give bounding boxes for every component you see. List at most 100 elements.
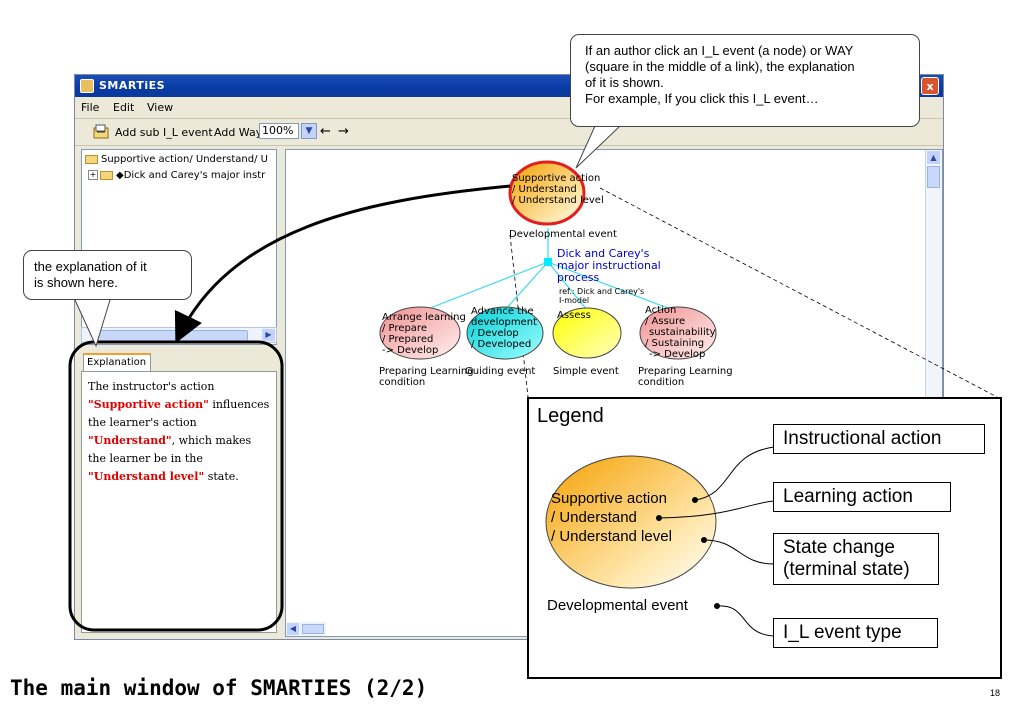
- explanation-panel: The instructor's action "Supportive acti…: [81, 371, 277, 633]
- legend-instructional-action-box: Instructional action: [773, 424, 985, 454]
- add-sub-event-button[interactable]: Add sub I_L event: [115, 126, 213, 139]
- explanation-text: influences: [208, 398, 270, 411]
- add-sub-event-icon[interactable]: [93, 123, 109, 139]
- legend-state-line: (terminal state): [783, 559, 910, 580]
- way-reference-line: I-model: [559, 296, 590, 305]
- callout-line: the explanation of it: [34, 259, 147, 274]
- node-text: Action: [645, 305, 677, 316]
- tree-root-item[interactable]: Supportive action/ Understand/ U: [85, 154, 268, 165]
- node-text: / Assure: [645, 316, 686, 327]
- explanation-line: The instructor's action: [88, 380, 215, 393]
- node-arrange-type: Preparing Learning condition: [379, 366, 474, 388]
- state-label: / Understand level: [512, 195, 604, 206]
- legend-state-line: State change: [783, 537, 895, 558]
- callout-line: (square in the middle of a link), the ex…: [585, 59, 855, 74]
- page-number: 18: [990, 688, 1001, 698]
- chevron-down-icon[interactable]: ▼: [301, 123, 317, 139]
- node-text: -> Develop: [382, 345, 439, 356]
- node-arrange-label: Arrange learning / Prepare / Prepared ->…: [382, 312, 466, 356]
- way-label-line: major instructional: [557, 259, 661, 272]
- legend-diagram: [545, 446, 775, 637]
- callout-instruction: If an author click an I_L event (a node)…: [570, 34, 920, 127]
- add-way-button[interactable]: Add Way: [214, 126, 263, 139]
- scroll-right-icon[interactable]: ▶: [262, 329, 275, 341]
- explanation-highlight: [68, 340, 284, 632]
- explanation-line: the learner's action: [88, 416, 197, 429]
- explanation-text: state.: [204, 470, 239, 483]
- explanation-line: the learner be in the: [88, 452, 203, 465]
- toolbar: Add sub I_L event Add Way 100% ▼ ← →: [75, 118, 943, 146]
- forward-arrow-button[interactable]: →: [338, 124, 349, 139]
- callout-tail: [575, 125, 621, 169]
- close-button[interactable]: x: [921, 77, 939, 95]
- tree-child-label: ◆Dick and Carey's major instr: [116, 170, 266, 181]
- scroll-left-icon[interactable]: ◀: [287, 623, 299, 635]
- zoom-guide-line: [509, 234, 529, 398]
- top-node-type: Developmental event: [509, 229, 617, 240]
- node-text: / Prepared: [382, 334, 434, 345]
- scroll-thumb[interactable]: [927, 166, 940, 188]
- way-label[interactable]: Dick and Carey's major instructional pro…: [557, 248, 661, 284]
- event-node-assess[interactable]: [552, 307, 622, 359]
- legend-event-type-text: Developmental event: [547, 597, 688, 614]
- node-action-type: Preparing Learning condition: [638, 366, 733, 388]
- state-term: "Understand level": [88, 470, 205, 483]
- explanation-arrow: [174, 184, 511, 344]
- event-links: [419, 228, 679, 313]
- way-square[interactable]: [544, 258, 552, 266]
- legend-state-change-box: State change (terminal state): [773, 533, 939, 585]
- menu-file[interactable]: File: [81, 101, 100, 114]
- node-text: / Sustaining: [645, 338, 705, 349]
- node-type-text: condition: [379, 377, 426, 388]
- menu-bar: File Edit View: [75, 97, 943, 117]
- way-label-line: process: [557, 271, 600, 284]
- node-text: development: [471, 317, 537, 328]
- callout-line: If an author click an I_L event (a node)…: [585, 43, 854, 58]
- selected-event-node[interactable]: [508, 160, 586, 226]
- node-advance-type: Guiding event: [465, 366, 536, 377]
- legend-learning-action-box: Learning action: [773, 482, 951, 512]
- node-action-label: Action / Assure sustainability / Sustain…: [645, 305, 716, 360]
- folder-icon: [100, 170, 113, 180]
- expand-icon[interactable]: +: [88, 170, 98, 180]
- callout-line: For example, If you click this I_L event…: [585, 91, 819, 106]
- legend-state-text: / Understand level: [551, 528, 672, 545]
- node-text: sustainability: [649, 327, 716, 338]
- back-arrow-button[interactable]: ←: [320, 124, 331, 139]
- legend-node: [545, 455, 717, 589]
- node-type-text: Preparing Learning: [638, 366, 733, 377]
- canvas-horizontal-scrollbar[interactable]: ◀: [286, 622, 326, 636]
- slide-caption: The main window of SMARTIES (2/2): [10, 676, 428, 700]
- tree-root-label: Supportive action/ Understand/ U: [101, 154, 268, 165]
- tab-explanation[interactable]: Explanation: [83, 353, 151, 371]
- callout-line: is shown here.: [34, 275, 118, 290]
- scroll-up-icon[interactable]: ▲: [927, 151, 940, 164]
- node-text: Arrange learning: [382, 312, 466, 323]
- folder-icon: [85, 154, 98, 164]
- event-node-action[interactable]: [639, 306, 717, 360]
- event-node-arrange[interactable]: [379, 306, 461, 360]
- event-node-advance[interactable]: [466, 306, 544, 360]
- legend-title: Legend: [537, 405, 604, 427]
- top-node-label: Supportive action / Understand / Underst…: [512, 173, 604, 206]
- node-type-text: Preparing Learning: [379, 366, 474, 377]
- learning-action-term: "Understand": [88, 434, 172, 447]
- node-text: Advance the: [471, 306, 534, 317]
- node-assess-type: Simple event: [553, 366, 619, 377]
- menu-edit[interactable]: Edit: [113, 101, 135, 114]
- node-type-text: condition: [638, 377, 685, 388]
- tree-child-item[interactable]: + ◆Dick and Carey's major instr: [88, 170, 265, 181]
- menu-view[interactable]: View: [147, 101, 174, 114]
- app-icon: [80, 79, 94, 93]
- callout-tail: [74, 299, 111, 348]
- way-reference-line: ref.: Dick and Carey's: [559, 287, 645, 296]
- zoom-select[interactable]: 100%: [259, 123, 299, 139]
- zoom-guide-line: [599, 187, 998, 398]
- scroll-thumb[interactable]: [302, 624, 324, 634]
- node-text: / Developed: [471, 339, 532, 350]
- learning-action-label: / Understand: [512, 184, 577, 195]
- window-title: SMARTiES: [99, 79, 166, 92]
- way-reference: ref.: Dick and Carey's I-model: [559, 287, 644, 305]
- legend-instructional-text: Supportive action: [551, 490, 667, 507]
